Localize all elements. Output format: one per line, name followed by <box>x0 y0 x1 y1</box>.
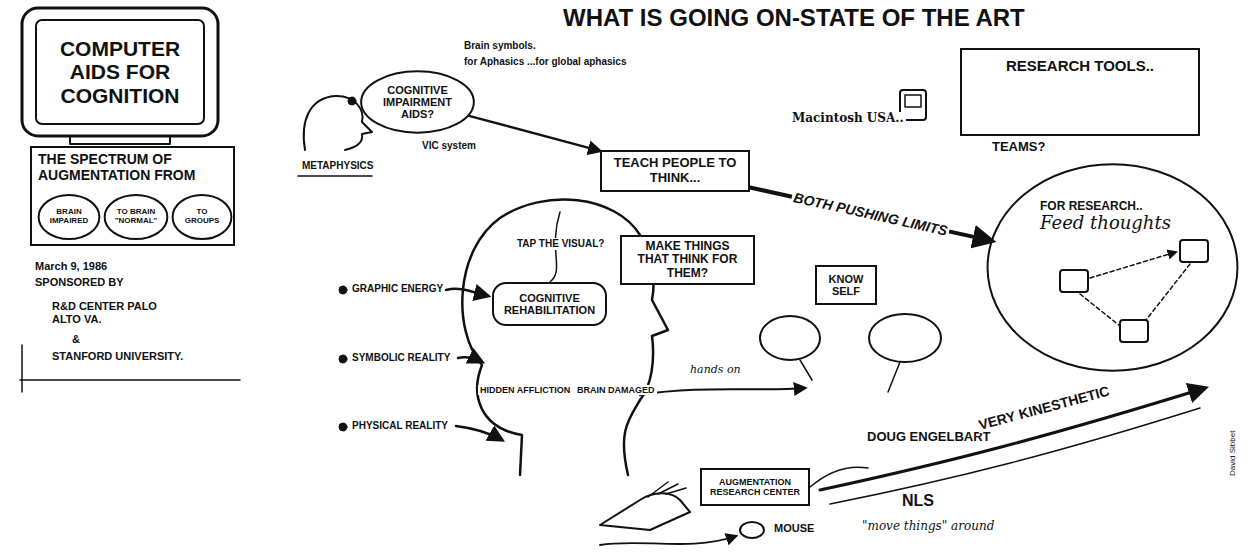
note-label: STANFORD UNIVERSITY. <box>50 350 185 363</box>
connector-arrow <box>468 116 600 151</box>
note-label: David Sibbet <box>1228 429 1237 478</box>
ellipse-shape <box>988 164 1238 370</box>
monitor-screen <box>36 20 204 124</box>
node-text: TO GROUPS <box>179 208 225 226</box>
question-box: MAKE THINGS THAT THINK FOR THEM? <box>620 235 755 285</box>
center-box: AUGMENTATION RESEARCH CENTER <box>700 468 810 506</box>
hand-fingers <box>648 482 686 497</box>
note-label: Brain symbols. <box>462 40 538 52</box>
monitor-frame <box>22 8 218 136</box>
note-label: hands on <box>688 364 743 377</box>
spectrum-circle: TO BRAIN "NORMAL" <box>104 194 168 240</box>
ellipse-shape <box>173 195 232 239</box>
note-label: METAPHYSICS <box>300 160 376 172</box>
note-label: GRAPHIC ENERGY <box>350 283 445 295</box>
note-label: TEAMS? <box>990 140 1047 155</box>
bullet <box>339 423 347 431</box>
node-text: TO BRAIN "NORMAL" <box>111 208 161 226</box>
spectrum-circle: BRAIN IMPAIRED <box>38 194 100 240</box>
thought-cloud <box>869 314 941 362</box>
spectrum-circle: TO GROUPS <box>172 194 232 240</box>
note-label: for Aphasics ...for global aphasics <box>462 56 628 68</box>
team-computer <box>1060 270 1088 292</box>
node-text: TEACH PEOPLE TO THINK... <box>610 156 740 185</box>
ellipse-outline <box>985 160 1240 375</box>
note-label: SYMBOLIC REALITY <box>350 352 452 364</box>
computer-screen <box>905 95 921 107</box>
team-computer <box>1180 240 1208 262</box>
question-box: TEACH PEOPLE TO THINK... <box>600 150 750 192</box>
note-label: TAP THE VISUAL? <box>515 238 606 250</box>
ellipse-shape <box>105 195 168 239</box>
team-link <box>1090 252 1176 278</box>
connector-label: BOTH PUSHING LIMITS <box>791 189 952 239</box>
note-label: R&D CENTER PALO ALTO VA. <box>50 300 164 325</box>
rehab-box: COGNITIVE REHABILITATION <box>492 282 607 326</box>
node-text: COGNITIVE IMPAIRMENT AIDS? <box>374 84 461 121</box>
note-label: NLS <box>900 492 936 510</box>
monitor-title: COMPUTER AIDS FOR COGNITION <box>40 24 200 120</box>
note-label: HIDDEN AFFLICTION <box>478 385 572 395</box>
concept-ellipse: COGNITIVE IMPAIRMENT AIDS? <box>360 70 475 134</box>
know-self-box: KNOW SELF <box>815 265 877 305</box>
note-label: PHYSICAL REALITY <box>350 420 450 432</box>
hands-on-curve <box>640 388 805 395</box>
rule-line <box>21 345 23 392</box>
node-text: COMPUTER AIDS FOR COGNITION <box>44 37 196 108</box>
bullet <box>348 97 356 105</box>
kinesthetic-arrow <box>820 388 1205 490</box>
note-label: DOUG ENGELBART <box>865 430 993 445</box>
diagram-title: WHAT IS GOING ON-STATE OF THE ART <box>560 4 1028 32</box>
team-link <box>1080 294 1120 326</box>
node-text: FOR RESEARCH.. <box>1040 200 1143 213</box>
flow-line <box>600 536 736 545</box>
note-label: BRAIN DAMAGED <box>575 385 657 395</box>
note-label: March 9, 1986 <box>33 260 109 273</box>
thought-cloud <box>760 316 820 360</box>
ellipse-shape <box>39 195 100 239</box>
node-text: KNOW SELF <box>822 273 870 298</box>
input-arrow <box>458 357 482 362</box>
team-computer <box>1120 320 1148 342</box>
bullet <box>339 355 347 363</box>
input-arrow <box>456 426 502 440</box>
node-text: MAKE THINGS THAT THINK FOR THEM? <box>630 240 745 280</box>
note-label: SPONSORED BY <box>33 276 126 289</box>
node-text: Feed thoughts <box>1040 213 1171 233</box>
note-label: & <box>70 333 82 346</box>
note-label: VIC system <box>420 140 478 152</box>
research-box: RESEARCH TOOLS.. <box>960 48 1200 136</box>
connector-arrow <box>750 188 992 241</box>
node-text: THE SPECTRUM OF AUGMENTATION FROM <box>38 152 227 183</box>
note-label: MOUSE <box>772 522 816 535</box>
input-arrow <box>446 289 488 296</box>
node-text: AUGMENTATION RESEARCH CENTER <box>707 477 803 497</box>
note-label: Macintosh USA.. <box>790 112 906 126</box>
node-text: COGNITIVE REHABILITATION <box>502 292 597 317</box>
rule-line <box>20 379 240 381</box>
bullet <box>339 286 347 294</box>
ellipse-shape <box>361 71 474 132</box>
monitor-stand <box>70 136 170 144</box>
hand-drawing <box>600 493 690 530</box>
node-text: RESEARCH TOOLS.. <box>1006 58 1154 75</box>
flow-line <box>810 467 868 487</box>
mouse-drawing <box>740 522 764 538</box>
cloud-tail <box>800 360 900 392</box>
note-label: "move things" around <box>860 520 996 534</box>
underline <box>298 175 372 177</box>
teams-ellipse: FOR RESEARCH..Feed thoughts <box>985 160 1240 375</box>
node-text: BRAIN IMPAIRED <box>45 208 93 226</box>
spectrum-box: THE SPECTRUM OF AUGMENTATION FROM BRAIN I… <box>30 146 235 246</box>
note-label: VERY KINESTHETIC <box>975 382 1113 433</box>
team-link <box>1146 264 1190 320</box>
